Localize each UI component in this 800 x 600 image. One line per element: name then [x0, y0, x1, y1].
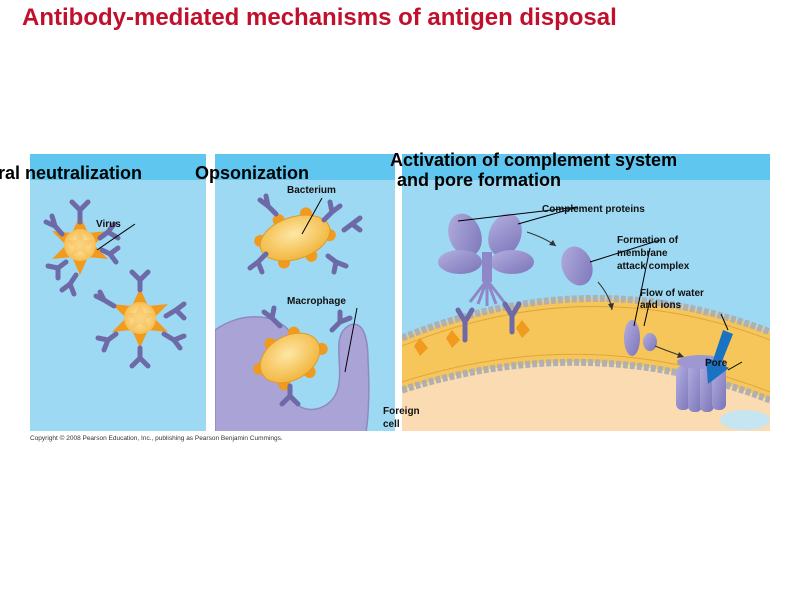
label-foreign-line2: cell [383, 419, 400, 430]
leader-line [96, 223, 136, 251]
panel-complement [402, 154, 770, 431]
complement-protein [561, 246, 593, 286]
heading-complement-line2: and pore formation [397, 170, 562, 190]
antibodies [455, 301, 522, 343]
mac-forming [624, 320, 657, 356]
label-foreign-line1: Foreign [383, 406, 420, 417]
virus-particle [52, 215, 108, 275]
virus-particle [112, 288, 168, 348]
label-flow-line1: Flow of water [640, 288, 704, 299]
panel-neutralization [30, 154, 206, 431]
label-macrophage: Macrophage [287, 296, 346, 307]
heading-opsonization: Opsonization [195, 163, 309, 183]
leader-lines [457, 206, 743, 371]
antibodies [247, 193, 363, 407]
leader-line [301, 197, 323, 235]
slide-title: Antibody-mediated mechanisms of antigen … [22, 4, 617, 31]
label-mac-line3: attack complex [617, 261, 690, 272]
panel-opsonization [215, 154, 395, 431]
antibodies [43, 199, 187, 369]
label-mac-line1: Formation of [617, 235, 679, 246]
bacterium [254, 207, 336, 269]
complement-protein-complex [438, 213, 534, 306]
heading-complement-line1: Activation of complement system [390, 150, 678, 170]
label-complement-proteins: Complement proteins [542, 204, 645, 215]
label-bacterium: Bacterium [287, 185, 336, 196]
copyright-notice: Copyright © 2008 Pearson Education, Inc.… [30, 435, 283, 442]
flow-arrow-icon [706, 330, 733, 384]
label-flow-line2: and ions [640, 300, 682, 311]
cell-membrane [402, 298, 770, 400]
label-pore: Pore [705, 358, 728, 369]
label-virus: Virus [96, 219, 121, 230]
leader-line [344, 307, 358, 373]
label-mac-line2: membrane [617, 248, 668, 259]
heading-neutralization: ral neutralization [0, 163, 143, 183]
bacterium [253, 326, 328, 391]
